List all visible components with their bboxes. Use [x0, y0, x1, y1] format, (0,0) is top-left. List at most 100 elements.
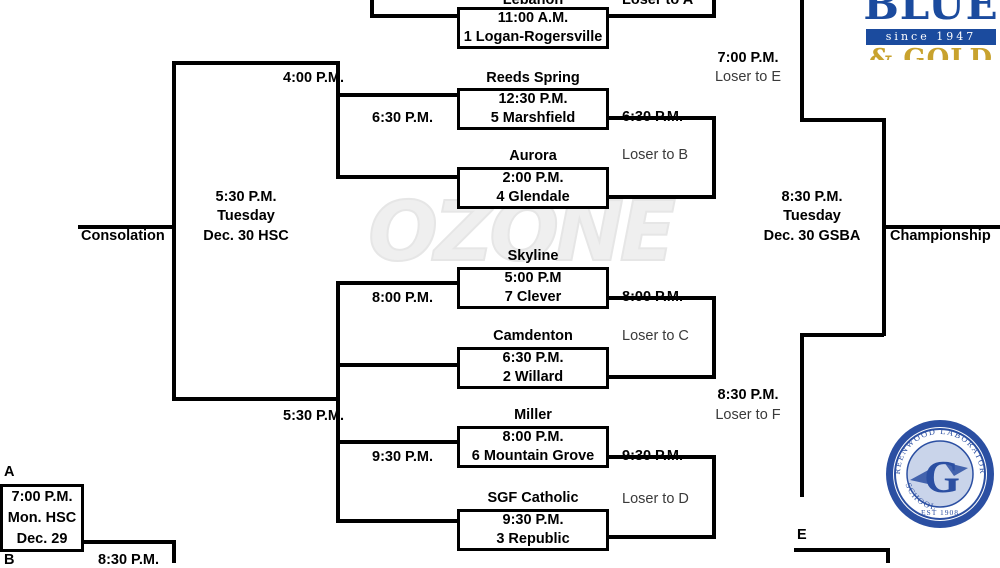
- game-5-box[interactable]: 6:30 P.M. 2 Willard: [457, 347, 609, 389]
- game-6-bottom-team: 6 Mountain Grove: [471, 448, 595, 464]
- game-3-box[interactable]: 2:00 P.M. 4 Glendale: [457, 167, 609, 209]
- game-2-bottom-team: 5 Marshfield: [490, 110, 576, 126]
- right-semi1-vertical: [800, 0, 804, 121]
- left-quarter3-bottom-arm: [336, 519, 458, 523]
- right-semi1-out: [800, 118, 884, 122]
- left-feeder-time-lower: 5:30 P.M.: [283, 408, 344, 424]
- championship-label: Championship: [890, 228, 991, 244]
- left-quarter-time-2: 8:00 P.M.: [372, 290, 433, 306]
- right-quarter-2-time: 6:30 P.M.: [622, 109, 683, 125]
- game-4-top-team: Skyline: [507, 248, 559, 264]
- consolation-horizontal-line: [78, 225, 174, 229]
- right-semi-2-time: 8:30 P.M.: [717, 387, 779, 403]
- corner-a-out: [80, 540, 176, 544]
- right-semi-2-loser: Loser to F: [715, 407, 781, 423]
- championship-day: Tuesday: [783, 208, 841, 224]
- consolation-lower-arm: [172, 397, 340, 401]
- left-feeder-time-upper: 4:00 P.M.: [283, 70, 344, 86]
- game-6-box[interactable]: 8:00 P.M. 6 Mountain Grove: [457, 426, 609, 468]
- right-quarter4-vertical: [712, 455, 716, 539]
- right-quarter3-vertical: [712, 296, 716, 379]
- right-quarter-2-loser: Loser to B: [622, 147, 689, 163]
- game-3-bottom-team: 4 Glendale: [496, 189, 570, 205]
- game-7-time: 9:30 P.M.: [502, 512, 564, 528]
- blue-gold-logo-gold-text: & GOLD: [868, 44, 994, 60]
- game-7-top-team: SGF Catholic: [487, 490, 579, 506]
- right-quarter-4-loser: Loser to D: [622, 491, 689, 507]
- right-semi-1-loser: Loser to E: [714, 69, 782, 85]
- game-2-top-team: Reeds Spring: [486, 70, 580, 86]
- left-quarter2-vertical: [336, 281, 340, 399]
- right-quarter-3-time: 8:00 P.M.: [622, 289, 683, 305]
- consolation-upper-arm: [172, 61, 340, 65]
- left-quarter3-top-arm: [336, 440, 458, 444]
- game-2-time: 12:30 P.M.: [498, 91, 568, 107]
- consolation-day: Tuesday: [217, 208, 275, 224]
- game6-right-arm: [608, 455, 716, 459]
- game2-right-arm: [608, 116, 716, 120]
- right-quarter-4-time: 9:30 P.M.: [622, 448, 683, 464]
- right-quarter1-vertical: [712, 0, 716, 18]
- game-4-bottom-team: 7 Clever: [504, 289, 562, 305]
- game-4-time: 5:00 P.M: [504, 270, 562, 286]
- game-4-box[interactable]: 5:00 P.M 7 Clever: [457, 267, 609, 309]
- game5-right-arm: [608, 375, 716, 379]
- blue-gold-logo: BLUE since 1947 & GOLD: [862, 0, 1000, 60]
- greenwood-laboratory-school-seal: GREENWOOD LABORATORY SCHOOL · EST 1908 ·…: [884, 418, 996, 530]
- game-1-top-team: Lebanon: [502, 0, 564, 8]
- right-semi-1-time: 7:00 P.M.: [717, 50, 779, 66]
- game-3-top-team: Aurora: [509, 148, 557, 164]
- game-1-time: 11:00 A.M.: [497, 10, 569, 26]
- left-quarter2-top-arm: [336, 281, 458, 285]
- game-7-bottom-team: 3 Republic: [496, 531, 570, 547]
- left-quarter1-top-arm: [336, 93, 458, 97]
- corner-e-vertical: [886, 548, 890, 563]
- game7-right-arm: [608, 535, 716, 539]
- corner-bracket-a-date: Dec. 29: [16, 530, 68, 547]
- championship-date-site: Dec. 30 GSBA: [763, 228, 861, 244]
- game-7-box[interactable]: 9:30 P.M. 3 Republic: [457, 509, 609, 551]
- svg-text:· EST 1908 ·: · EST 1908 ·: [915, 508, 966, 517]
- corner-a-vertical: [172, 540, 176, 563]
- game4-right-arm: [608, 296, 716, 300]
- consolation-time: 5:30 P.M.: [215, 189, 277, 205]
- corner-bracket-a-time: 7:00 P.M.: [11, 488, 73, 505]
- game-2-box[interactable]: 12:30 P.M. 5 Marshfield: [457, 88, 609, 130]
- corner-bracket-b-time: 8:30 P.M.: [98, 552, 159, 568]
- consolation-vertical-line: [172, 61, 176, 401]
- blue-gold-logo-since-text: since 1947: [866, 29, 996, 45]
- left-quarter3-vertical: [336, 397, 340, 521]
- game-5-time: 6:30 P.M.: [502, 350, 564, 366]
- right-quarter-3-loser: Loser to C: [622, 328, 689, 344]
- game-1-bottom-team: 1 Logan-Rogersville: [463, 29, 603, 45]
- game1-right-arm: [608, 14, 716, 18]
- corner-bracket-e-letter: E: [797, 527, 807, 543]
- left-quarter1-vertical: [336, 61, 340, 179]
- consolation-label: Consolation: [81, 228, 165, 244]
- left-quarter1-bottom-arm: [336, 175, 458, 179]
- right-quarter-1-loser: Loser to A: [622, 0, 694, 8]
- left-quarter2-bottom-arm: [336, 363, 458, 367]
- blue-gold-logo-blue-text: BLUE: [863, 0, 999, 29]
- game-1-box[interactable]: 11:00 A.M. 1 Logan-Rogersville: [457, 7, 609, 49]
- right-semi2-vertical: [800, 335, 804, 497]
- right-semi2-out: [800, 333, 884, 337]
- championship-time: 8:30 P.M.: [781, 189, 843, 205]
- corner-bracket-a-site: Mon. HSC: [7, 509, 77, 526]
- game1-left-vertical: [370, 0, 374, 18]
- corner-e-line: [794, 548, 890, 552]
- left-quarter-time-3: 9:30 P.M.: [372, 449, 433, 465]
- game1-left-stub: [370, 14, 460, 18]
- game-3-time: 2:00 P.M.: [502, 170, 564, 186]
- championship-horizontal-line: [884, 225, 1000, 229]
- svg-text:G: G: [924, 451, 960, 502]
- game-5-bottom-team: 2 Willard: [502, 369, 564, 385]
- consolation-date-site: Dec. 30 HSC: [203, 228, 289, 244]
- corner-bracket-a-letter: A: [4, 464, 15, 480]
- right-quarter2-vertical: [712, 116, 716, 199]
- left-quarter-time-1: 6:30 P.M.: [372, 110, 433, 126]
- game-6-time: 8:00 P.M.: [502, 429, 564, 445]
- game-5-top-team: Camdenton: [493, 328, 573, 344]
- corner-bracket-a-box[interactable]: 7:00 P.M. Mon. HSC Dec. 29: [0, 484, 84, 552]
